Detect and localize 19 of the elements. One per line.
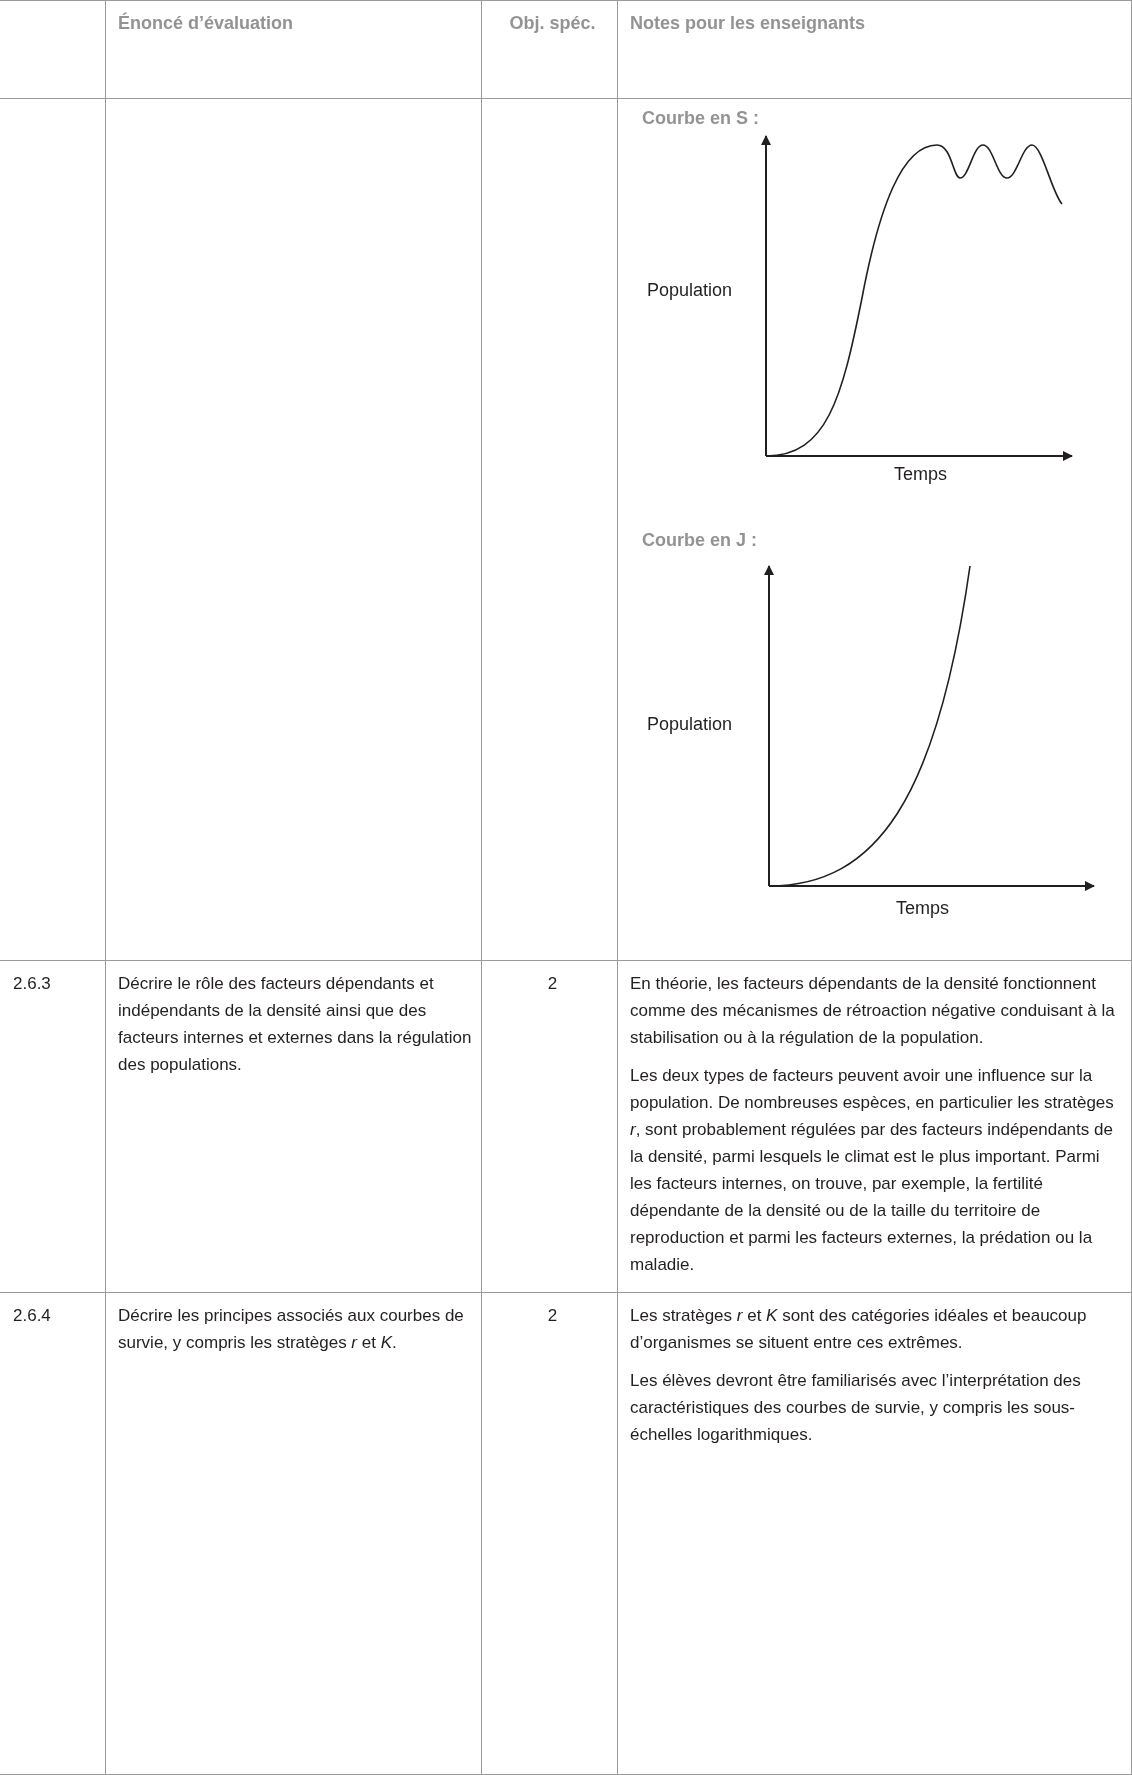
column-header: Énoncé d’évaluation — [118, 11, 295, 35]
column-header: Obj. spéc. — [508, 12, 597, 35]
axis-label: Temps — [894, 464, 947, 485]
column-header: Notes pour les enseignants — [630, 12, 867, 35]
axis-label: Population — [647, 714, 733, 735]
table-cell-text: Décrire les principes associés aux courbes de survie, y compris les stratèges r et K. — [118, 1305, 465, 1354]
axis-label: Temps — [896, 898, 949, 919]
table-cell-text: Décrire le rôle des facteurs dépendants et indépendants de la densité ainsi que des facteurs internes et externes dans la régulation des populations. — [118, 973, 473, 1076]
chart-caption: Courbe en S : — [642, 108, 759, 129]
table-cell-text: Les élèves devront être familiarisés avec l’interprétation des caractéristiques des courbes de survie, y compris les sous-échelles logarithmiques. — [630, 1370, 1082, 1446]
table-cell-text: 2.6.3 — [13, 973, 52, 995]
table-cell-text: Les stratèges r et K sont des catégories idéales et beaucoup d’organismes se situent entre ces extrêmes. — [630, 1305, 1088, 1354]
table-cell-text: Les deux types de facteurs peuvent avoir une influence sur la population. De nombreuses espèces, en particulier les stratèges r, sont probablement régulées par des facteurs indépendants de la densité, parmi lesquels le climat est le plus important. Parmi les facteurs internes, on trouve, par exemple, la fertilité dépendante de la densité ou de la taille du territoire de reproduction et parmi les facteurs externes, la prédation ou la maladie. — [630, 1065, 1115, 1276]
table-cell-text: 2 — [546, 1305, 559, 1327]
chart-caption: Courbe en J : — [642, 530, 757, 551]
table-cell-text: 2 — [546, 973, 559, 995]
table-cell-text: 2.6.4 — [13, 1305, 52, 1327]
table-cell-text: En théorie, les facteurs dépendants de la densité fonctionnent comme des mécanismes de rétroaction négative conduisant à la stabilisation ou à la régulation de la population. — [630, 973, 1116, 1049]
axis-label: Population — [647, 280, 733, 301]
